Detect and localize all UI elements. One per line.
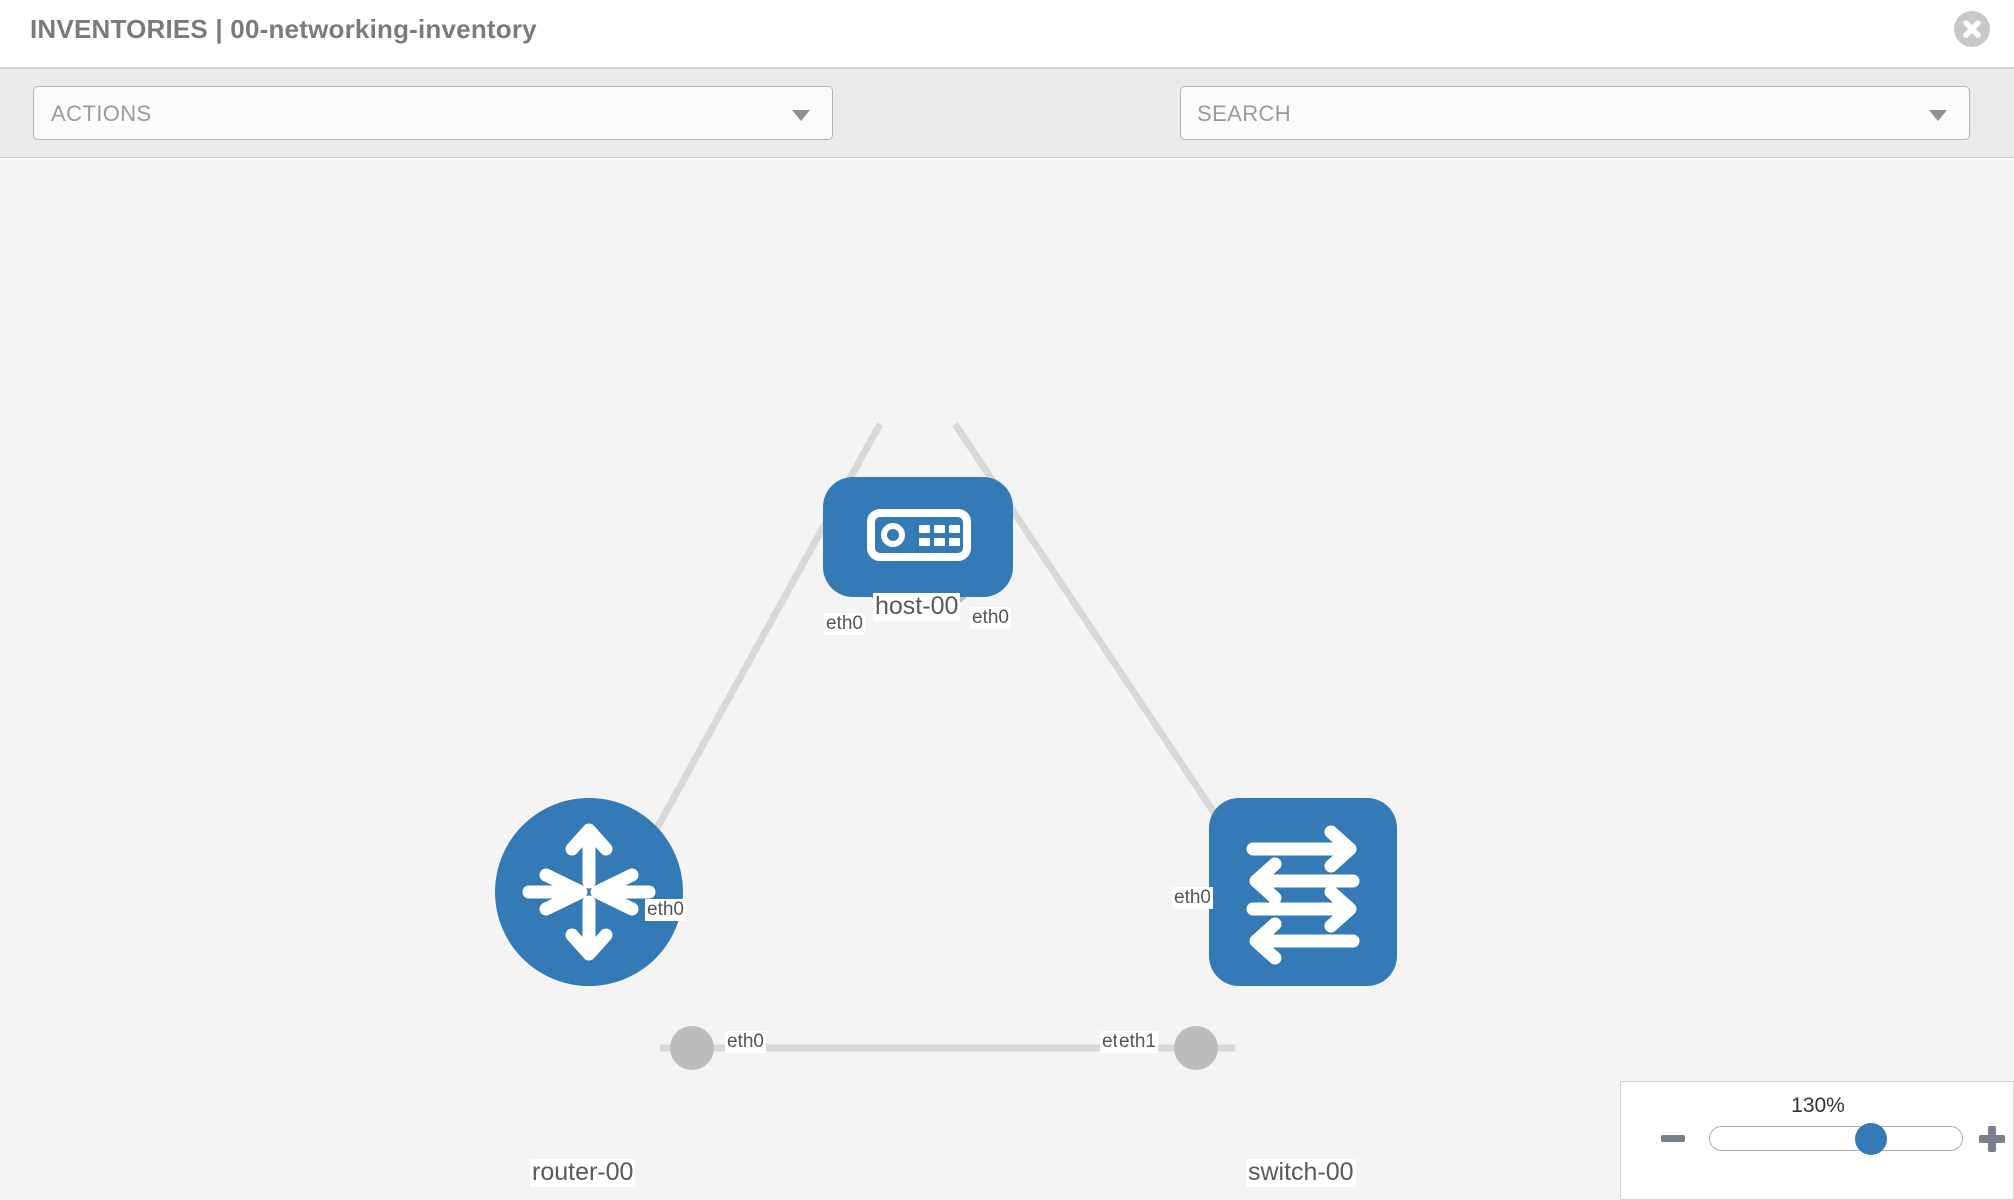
zoom-level-value: 130%	[1791, 1094, 1845, 1117]
chevron-down-icon[interactable]	[1929, 110, 1947, 121]
node-label-host-00: host-00	[873, 592, 961, 621]
zoom-slider[interactable]	[1709, 1123, 1963, 1155]
iface-label-switch00-uplink: eth0	[1172, 887, 1213, 909]
chevron-down-icon	[792, 110, 810, 121]
iface-label-router00-eth0: eth0	[725, 1031, 766, 1053]
actions-dropdown[interactable]: ACTIONS	[33, 86, 833, 140]
connector-switch00-left	[1174, 1026, 1218, 1070]
node-host-00	[823, 477, 1013, 597]
zoom-slider-thumb[interactable]	[1855, 1123, 1888, 1155]
iface-label-switch00-eth1: eth1	[1117, 1031, 1158, 1053]
connector-router00-right	[670, 1026, 714, 1070]
topology-canvas[interactable]: host-00 eth0 eth0 router-00 eth0 eth0 sw…	[0, 159, 2014, 1200]
topology-graph	[495, 422, 1397, 1070]
page-header: INVENTORIES | 00-networking-inventory	[0, 0, 2014, 69]
zoom-control-panel: 130%	[1620, 1081, 2014, 1200]
plus-icon[interactable]	[1979, 1126, 2005, 1152]
iface-label-router00-uplink: eth0	[645, 899, 686, 921]
iface-label-host00-left: eth0	[824, 613, 865, 635]
node-label-router-00: router-00	[530, 1158, 636, 1187]
iface-label-host00-right: eth0	[970, 607, 1011, 629]
search-placeholder: SEARCH	[1197, 101, 1292, 126]
node-switch-00	[1209, 798, 1397, 986]
actions-dropdown-label: ACTIONS	[51, 101, 152, 126]
node-label-switch-00: switch-00	[1246, 1158, 1356, 1187]
page-title: INVENTORIES | 00-networking-inventory	[30, 14, 537, 44]
toolbar: ACTIONS SEARCH	[0, 69, 2014, 199]
node-router-00	[495, 798, 683, 986]
minus-icon[interactable]	[1661, 1135, 1685, 1142]
close-icon[interactable]	[1954, 11, 1990, 47]
search-input[interactable]: SEARCH	[1180, 86, 1970, 140]
